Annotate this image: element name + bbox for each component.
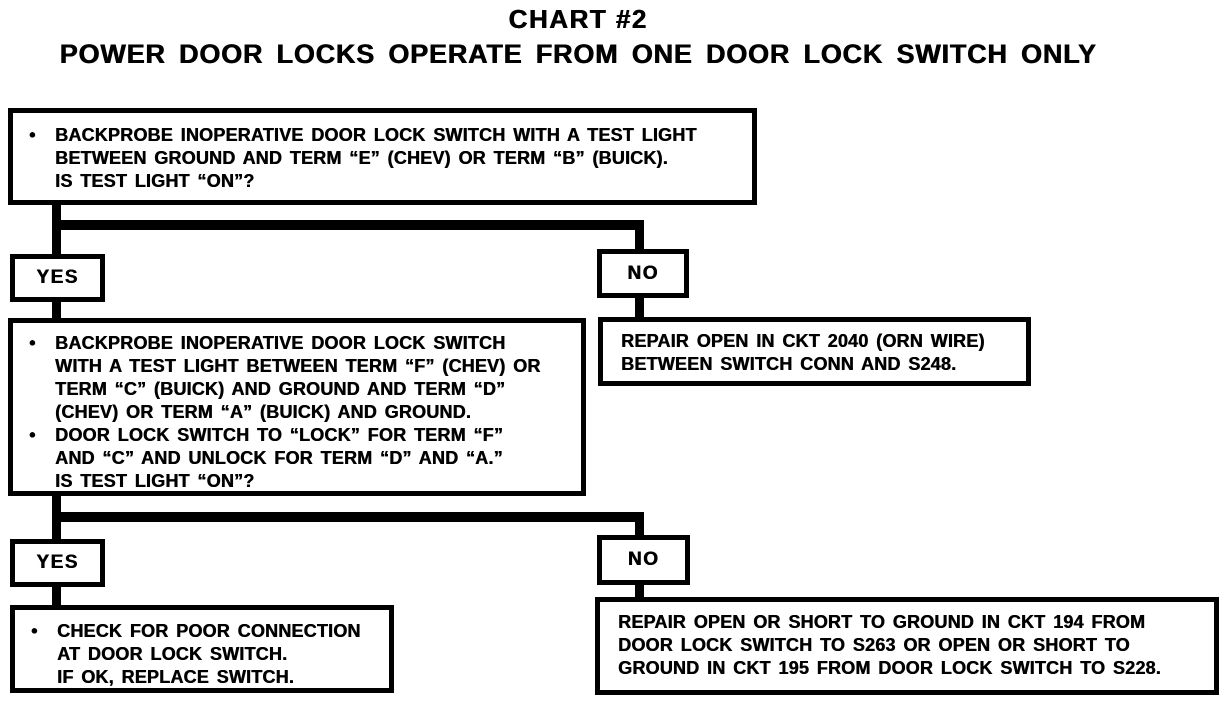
connector-no1-down [635,296,644,319]
bullet-marker [29,147,55,170]
chart-title: CHART #2 [508,4,648,34]
text-line: • BACKPROBE INOPERATIVE DOOR LOCK SWITCH [29,332,573,355]
connector-step1-yes-drop [52,203,61,258]
branch-tag-yes-1: YES [10,254,105,302]
text-line: (CHEV) OR TERM “A” (BUICK) AND GROUND. [29,401,573,424]
bullet-marker [29,401,55,424]
text-line: IS TEST LIGHT “ON”? [29,470,573,493]
text-line-content: WITH A TEST LIGHT BETWEEN TERM “F” (CHEV… [55,356,541,376]
text-line: BETWEEN SWITCH CONN AND S248. [621,353,1018,376]
bullet-marker [29,447,55,470]
bullet-marker [29,170,55,193]
bullet-marker: • [29,425,36,445]
text-line-content: IS TEST LIGHT “ON”? [55,471,255,491]
text-line-content: TERM “C” (BUICK) AND GROUND AND TERM “D” [55,379,506,399]
text-line-content: BETWEEN SWITCH CONN AND S248. [621,354,957,374]
connector-step1-no-drop [635,224,644,252]
text-line: WITH A TEST LIGHT BETWEEN TERM “F” (CHEV… [29,355,573,378]
bullet-marker: • [29,125,36,145]
text-line-content: BACKPROBE INOPERATIVE DOOR LOCK SWITCH W… [55,125,697,145]
text-line-content: (CHEV) OR TERM “A” (BUICK) AND GROUND. [55,402,471,422]
text-line: IS TEST LIGHT “ON”? [29,170,744,193]
chart-subtitle: POWER DOOR LOCKS OPERATE FROM ONE DOOR L… [59,39,1097,69]
branch-tag-no-2: NO [597,535,690,585]
branch-tag-label: NO [627,262,659,284]
text-line-content: DOOR LOCK SWITCH TO “LOCK” FOR TERM “F” [55,425,503,445]
action-box-repair-ckt-194-195: REPAIR OPEN OR SHORT TO GROUND IN CKT 19… [595,597,1219,695]
text-line-content: AT DOOR LOCK SWITCH. [57,644,288,664]
text-line: BETWEEN GROUND AND TERM “E” (CHEV) OR TE… [29,147,744,170]
branch-tag-no-1: NO [597,249,689,298]
text-line: DOOR LOCK SWITCH TO S263 OR OPEN OR SHOR… [618,634,1206,657]
connector-yes1-down [52,300,61,320]
bullet-marker: • [29,333,36,353]
text-line-content: IS TEST LIGHT “ON”? [55,171,255,191]
text-line-content: IF OK, REPLACE SWITCH. [57,667,294,687]
text-line-content: DOOR LOCK SWITCH TO S263 OR OPEN OR SHOR… [618,635,1130,655]
text-line-content: BETWEEN GROUND AND TERM “E” (CHEV) OR TE… [55,148,668,168]
branch-tag-label: NO [627,549,660,570]
bullet-marker [31,666,57,689]
connector-step2-no-drop [635,516,644,538]
text-line: REPAIR OPEN IN CKT 2040 (ORN WIRE) [621,330,1018,353]
chart-header: CHART #2 POWER DOOR LOCKS OPERATE FROM O… [0,4,1156,70]
text-line-content: AND “C” AND UNLOCK FOR TERM “D” AND “A.” [55,448,503,468]
bullet-marker [29,470,55,493]
connector-step1-branch-bar [52,220,644,230]
text-line-content: REPAIR OPEN IN CKT 2040 (ORN WIRE) [621,331,985,351]
text-line: • DOOR LOCK SWITCH TO “LOCK” FOR TERM “F… [29,424,573,447]
branch-tag-label: YES [36,552,79,573]
branch-tag-label: YES [36,267,79,288]
bullet-marker: • [31,621,38,641]
action-box-check-switch: • CHECK FOR POOR CONNECTION AT DOOR LOCK… [10,605,394,693]
decision-box-backprobe-ground: • BACKPROBE INOPERATIVE DOOR LOCK SWITCH… [8,108,757,205]
connector-no2-down [635,583,644,599]
text-line: • BACKPROBE INOPERATIVE DOOR LOCK SWITCH… [29,124,744,147]
action-box-repair-ckt-2040: REPAIR OPEN IN CKT 2040 (ORN WIRE) BETWE… [598,317,1031,386]
text-line: AT DOOR LOCK SWITCH. [31,643,381,666]
text-line: • CHECK FOR POOR CONNECTION [31,620,381,643]
decision-box-backprobe-terms: • BACKPROBE INOPERATIVE DOOR LOCK SWITCH… [8,318,586,496]
text-line-content: REPAIR OPEN OR SHORT TO GROUND IN CKT 19… [618,612,1146,632]
text-line-content: CHECK FOR POOR CONNECTION [57,621,361,641]
bullet-marker [29,355,55,378]
branch-tag-yes-2: YES [10,539,105,587]
bullet-marker [29,378,55,401]
connector-step2-branch-bar [52,512,644,522]
connector-yes2-down [52,585,61,607]
bullet-marker [31,643,57,666]
text-line: TERM “C” (BUICK) AND GROUND AND TERM “D” [29,378,573,401]
text-line-content: BACKPROBE INOPERATIVE DOOR LOCK SWITCH [55,333,506,353]
text-line: IF OK, REPLACE SWITCH. [31,666,381,689]
text-line: REPAIR OPEN OR SHORT TO GROUND IN CKT 19… [618,611,1206,634]
text-line: GROUND IN CKT 195 FROM DOOR LOCK SWITCH … [618,657,1206,680]
text-line-content: GROUND IN CKT 195 FROM DOOR LOCK SWITCH … [618,658,1161,678]
text-line: AND “C” AND UNLOCK FOR TERM “D” AND “A.” [29,447,573,470]
